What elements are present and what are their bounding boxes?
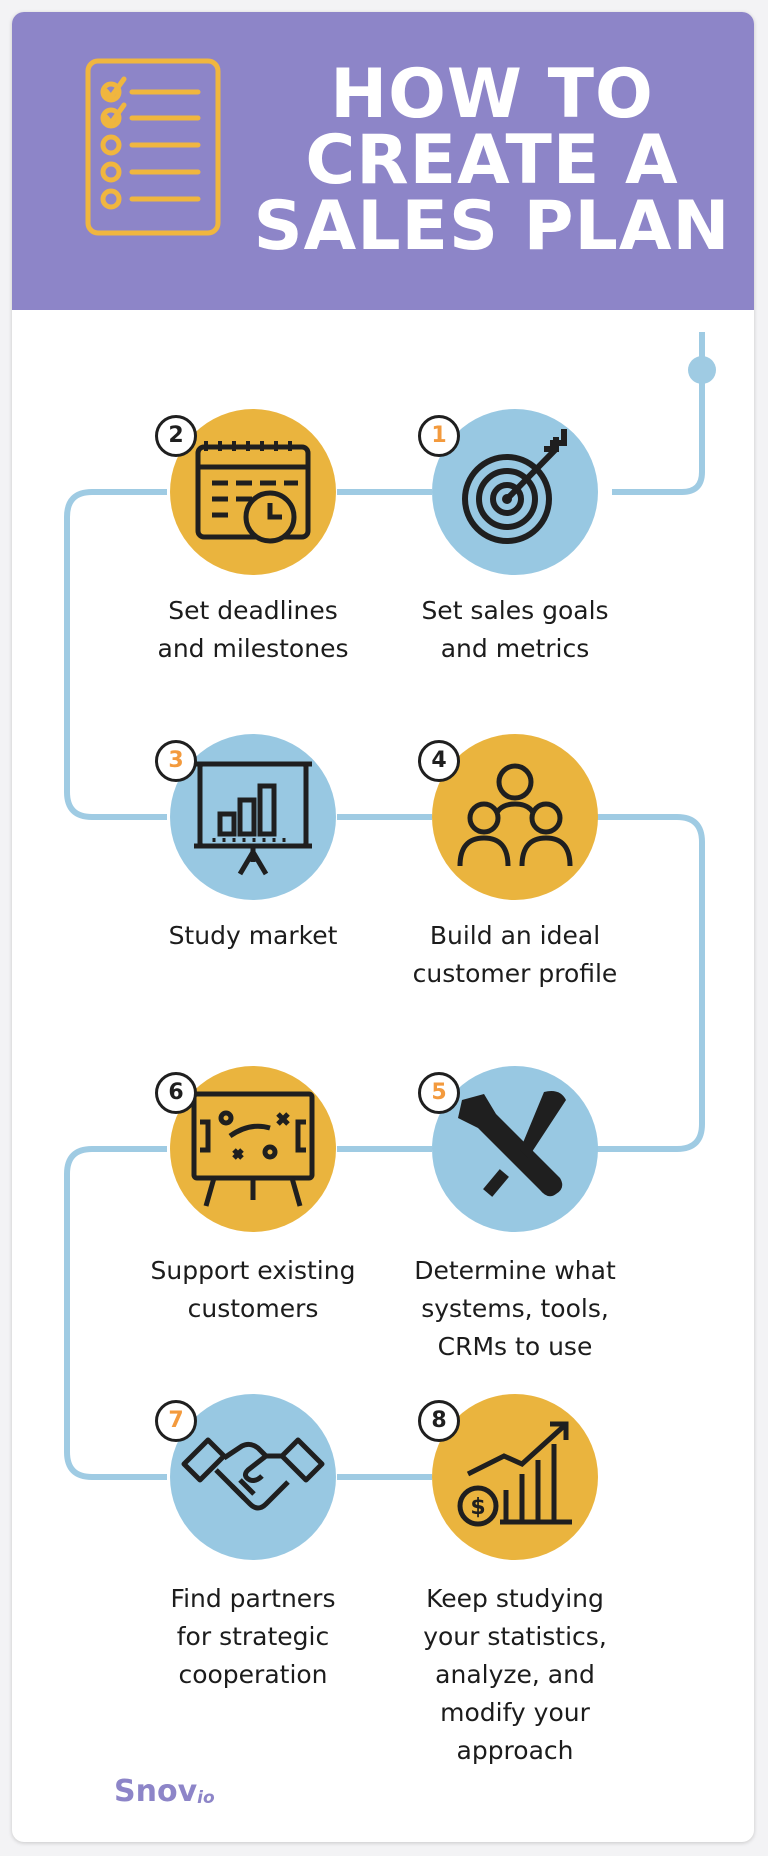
calendar-clock-icon: [195, 441, 311, 544]
step-1-number: 1: [418, 415, 460, 457]
step-2-line-2: and milestones: [157, 634, 349, 663]
step-8-number: 8: [418, 1400, 460, 1442]
step-5-line-1: Determine what: [414, 1256, 616, 1285]
title-line-1: HOW TO: [330, 55, 654, 134]
step-1-line-1: Set sales goals: [421, 596, 609, 625]
step-3-line-1: Study market: [168, 921, 338, 950]
step-6-number: 6: [155, 1072, 197, 1114]
tools-icon: [458, 1091, 566, 1197]
step-2-number: 2: [155, 415, 197, 457]
step-6-circle: [170, 1066, 336, 1232]
step-8-line-2: your statistics,: [423, 1622, 607, 1651]
target-arrow-icon: [462, 429, 567, 544]
process-path: [64, 332, 716, 1480]
header-banner: HOW TO CREATE A SALES PLAN: [12, 12, 754, 310]
step-6-line-1: Support existing: [150, 1256, 356, 1285]
step-4-line-1: Build an ideal: [429, 921, 601, 950]
infographic-card: HOW TO CREATE A SALES PLAN: [12, 12, 754, 1842]
step-5-caption: Determine what systems, tools, CRMs to u…: [385, 1252, 645, 1366]
step-4-line-2: customer profile: [412, 959, 618, 988]
title-line-2: CREATE A: [305, 121, 679, 200]
step-7-line-2: for strategic: [176, 1622, 330, 1651]
presentation-chart-icon: [194, 761, 312, 876]
step-8-line-1: Keep studying: [426, 1584, 604, 1613]
step-7-caption: Find partners for strategic cooperation: [123, 1580, 383, 1694]
title-line-3: SALES PLAN: [253, 187, 731, 266]
step-1-caption: Set sales goals and metrics: [385, 592, 645, 668]
brand-suffix: io: [197, 1788, 215, 1808]
step-7-line-3: cooperation: [178, 1660, 328, 1689]
step-2-circle: [170, 409, 336, 575]
step-8-line-3: analyze, and: [435, 1660, 595, 1689]
step-5-line-3: CRMs to use: [437, 1332, 593, 1361]
svg-text:$: $: [470, 1495, 485, 1520]
step-7-circle: [170, 1394, 336, 1560]
brand-name: Snov: [114, 1774, 198, 1809]
step-8-circle: $: [432, 1394, 598, 1560]
step-8-line-5: approach: [456, 1736, 574, 1765]
step-4-caption: Build an ideal customer profile: [385, 917, 645, 993]
step-7-line-1: Find partners: [170, 1584, 336, 1613]
step-2-line-1: Set deadlines: [168, 596, 338, 625]
step-6-caption: Support existing customers: [123, 1252, 383, 1328]
step-3-number: 3: [155, 740, 197, 782]
step-5-line-2: systems, tools,: [421, 1294, 609, 1323]
step-8-caption: Keep studying your statistics, analyze, …: [385, 1580, 645, 1770]
handshake-icon: [181, 1437, 325, 1511]
step-8-line-4: modify your: [440, 1698, 590, 1727]
snovio-logo: Snovio: [114, 1774, 215, 1809]
step-4-number: 4: [418, 740, 460, 782]
step-2-caption: Set deadlines and milestones: [123, 592, 383, 668]
step-7-number: 7: [155, 1400, 197, 1442]
checklist-icon: [85, 58, 221, 236]
step-5-number: 5: [418, 1072, 460, 1114]
growth-chart-icon: $: [457, 1421, 572, 1527]
step-1-line-2: and metrics: [440, 634, 590, 663]
step-3-caption: Study market: [123, 917, 383, 955]
strategy-board-icon: [191, 1091, 315, 1207]
step-3-circle: [170, 734, 336, 900]
page-title: HOW TO CREATE A SALES PLAN: [252, 55, 732, 266]
step-6-line-2: customers: [187, 1294, 319, 1323]
people-group-icon: [457, 763, 573, 867]
